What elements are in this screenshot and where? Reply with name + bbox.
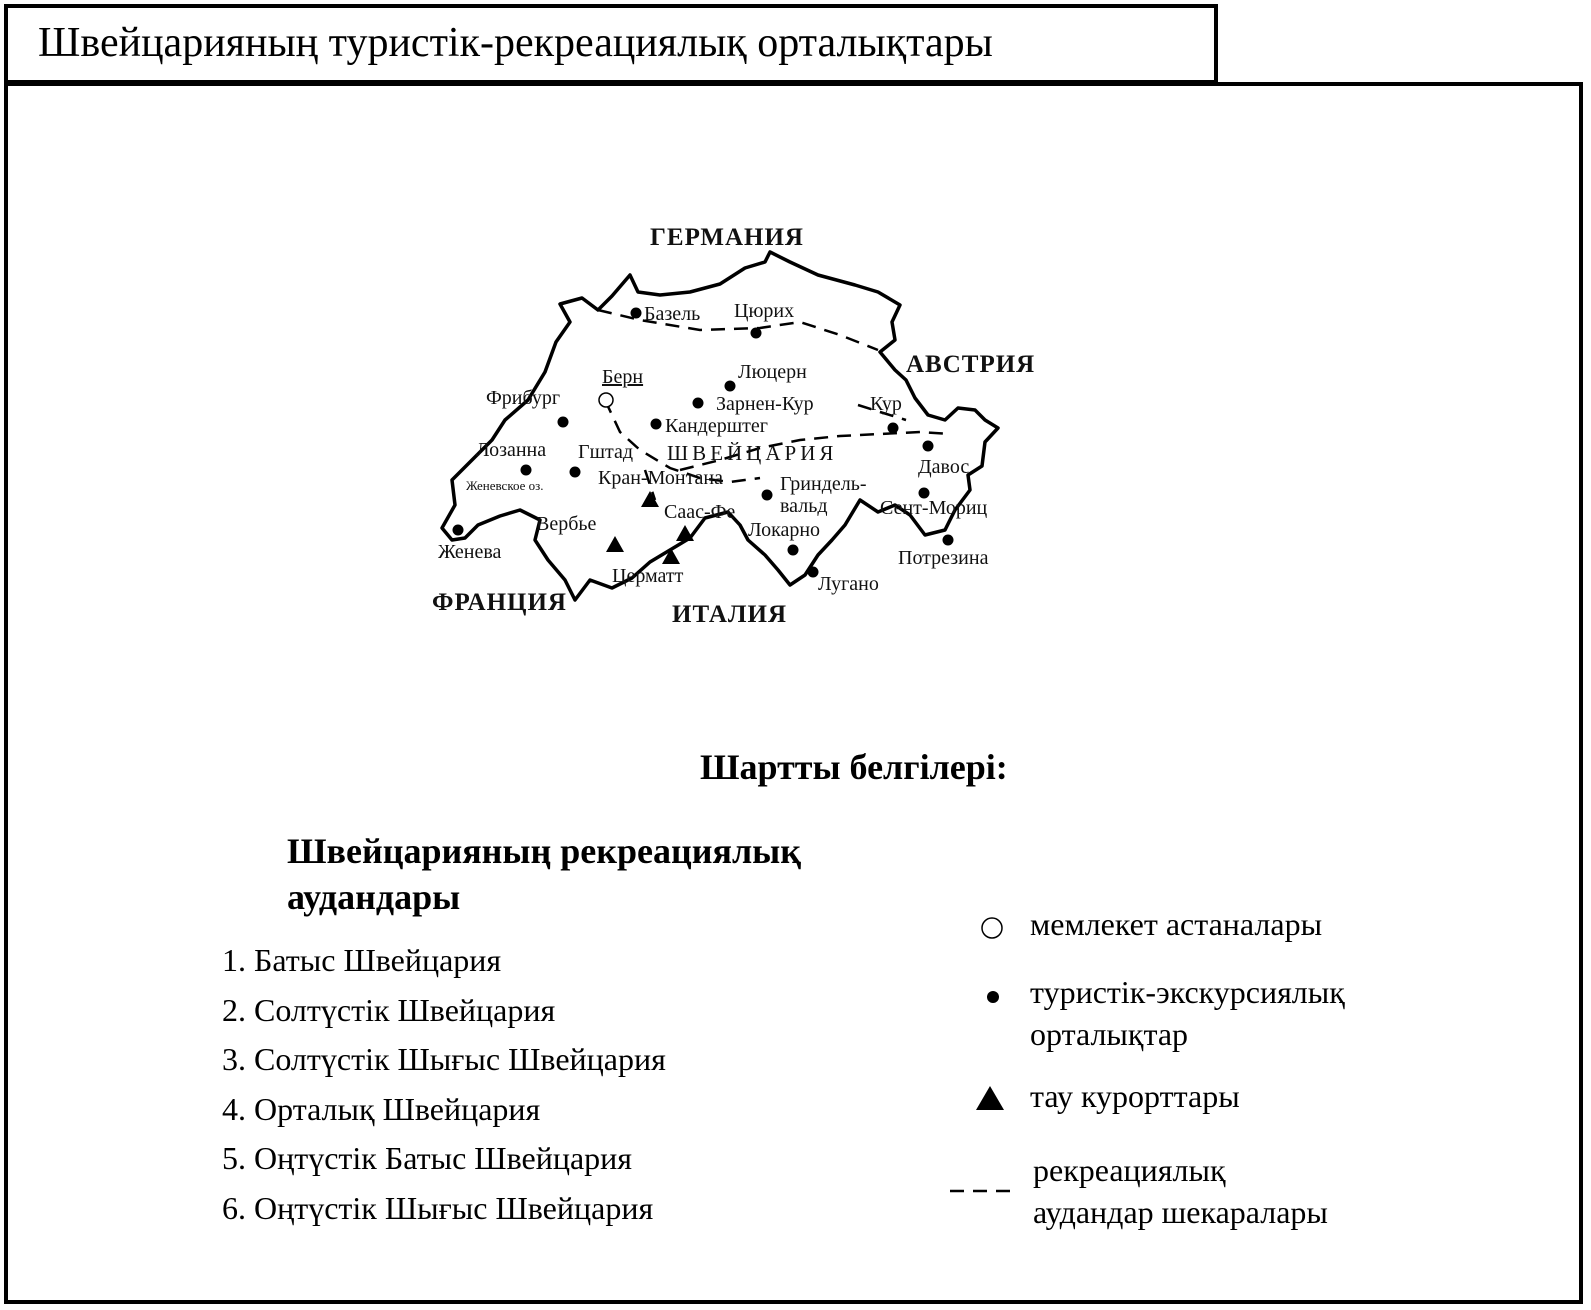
city-label-lugano: Лугано	[818, 573, 879, 595]
city-label-potrezina: Потрезина	[898, 547, 989, 569]
marker-saas-fee	[676, 525, 694, 541]
city-label-bern: Берн	[602, 366, 643, 388]
city-label-kandersteg: Кандерштег	[665, 415, 768, 437]
country-label-switzerland: ШВЕЙЦАРИЯ	[667, 441, 837, 465]
region-item: 5. Оңтүстік Батыс Швейцария	[222, 1140, 632, 1176]
marker-verbier	[606, 536, 624, 552]
city-label-basel: Базель	[644, 303, 700, 325]
city-label-gstaad: Гштад	[578, 441, 633, 463]
marker-lausanne	[520, 464, 532, 476]
marker-luzern	[724, 380, 736, 392]
marker-kur	[887, 422, 899, 434]
resort-label-verbier: Вербье	[536, 513, 597, 535]
marker-gstaad	[569, 466, 581, 478]
country-label-france: ФРАНЦИЯ	[432, 589, 567, 616]
city-label-st-moritz: Сент-Мориц	[880, 497, 988, 519]
city-label-lake-geneva: Женевское оз.	[466, 478, 544, 493]
legend-title: Шартты белгілері:	[700, 747, 1008, 787]
city-label-lausanne: Лозанна	[476, 439, 546, 461]
city-label-locarno: Локарно	[748, 519, 820, 541]
country-label-germany: ГЕРМАНИЯ	[650, 224, 804, 251]
marker-crans-montana	[641, 491, 659, 507]
marker-geneva	[452, 524, 464, 536]
country-label-italy: ИТАЛИЯ	[672, 601, 787, 628]
regions-title: Швейцарияның рекреациялық аудандары	[287, 831, 802, 917]
capital-marker	[598, 392, 614, 408]
legend-capital-symbol	[981, 917, 1003, 939]
marker-sarnen-kur	[692, 397, 704, 409]
city-label-geneva: Женева	[438, 541, 502, 563]
resort-label-crans-montana: Кран-Монтана	[598, 467, 723, 489]
legend-boundary-symbol	[950, 1189, 1010, 1193]
legend-tourist-symbol	[987, 991, 999, 1003]
legend-tourist-text-2: орталықтар	[1030, 1016, 1189, 1052]
marker-basel	[630, 307, 642, 319]
region-item: 1. Батыс Швейцария	[222, 942, 502, 978]
marker-grindelwald	[761, 489, 773, 501]
region-item: 6. Оңтүстік Шығыс Швейцария	[222, 1189, 654, 1226]
page-title: Швейцарияның туристік-рекреациялық ортал…	[4, 4, 1218, 84]
legend-tourist-text-1: туристік-экскурсиялық	[1030, 974, 1345, 1010]
city-label-grindelwald-2: вальд	[780, 495, 828, 517]
resort-label-saas-fee: Саас-Фе	[664, 501, 735, 523]
marker-potrezina	[942, 534, 954, 546]
city-label-grindelwald-1: Гриндель-	[780, 473, 867, 495]
marker-fribourg	[557, 416, 569, 428]
city-label-fribourg: Фрибург	[486, 387, 560, 409]
tourist-markers	[452, 307, 954, 578]
city-label-zurich: Цюрих	[734, 300, 794, 322]
legend-resort-text: тау курорттары	[1030, 1078, 1240, 1114]
city-label-davos: Давос	[918, 456, 969, 478]
resort-markers	[606, 491, 694, 564]
city-label-luzern: Люцерн	[738, 361, 807, 383]
city-label-kur: Кур	[870, 393, 902, 415]
legend-resort-symbol	[976, 1086, 1004, 1110]
country-label-austria: АВСТРИЯ	[906, 351, 1035, 378]
marker-lugano	[807, 566, 819, 578]
region-item: 3. Солтүстік Шығыс Швейцария	[222, 1041, 666, 1077]
resort-label-zermatt: Церматт	[612, 565, 684, 587]
marker-zermatt	[662, 548, 680, 564]
legend-boundary-text-1: рекреациялық	[1033, 1152, 1226, 1188]
page-frame	[4, 82, 1583, 1304]
marker-kandersteg	[650, 418, 662, 430]
region-item: 4. Орталық Швейцария	[222, 1090, 541, 1127]
legend-boundary-text-2: аудандар шекаралары	[1033, 1194, 1328, 1230]
marker-davos	[922, 440, 934, 452]
region-boundaries	[597, 308, 951, 501]
country-border	[440, 250, 1000, 602]
marker-locarno	[787, 544, 799, 556]
marker-zurich	[750, 327, 762, 339]
marker-st-moritz	[918, 487, 930, 499]
region-item: 2. Солтүстік Швейцария	[222, 991, 556, 1028]
regions-list: 1. Батыс Швейцария 2. Солтүстік Швейцари…	[222, 936, 666, 1233]
legend-capital-text: мемлекет астаналары	[1030, 906, 1323, 942]
city-label-sarnen-kur: Зарнен-Кур	[716, 393, 814, 415]
